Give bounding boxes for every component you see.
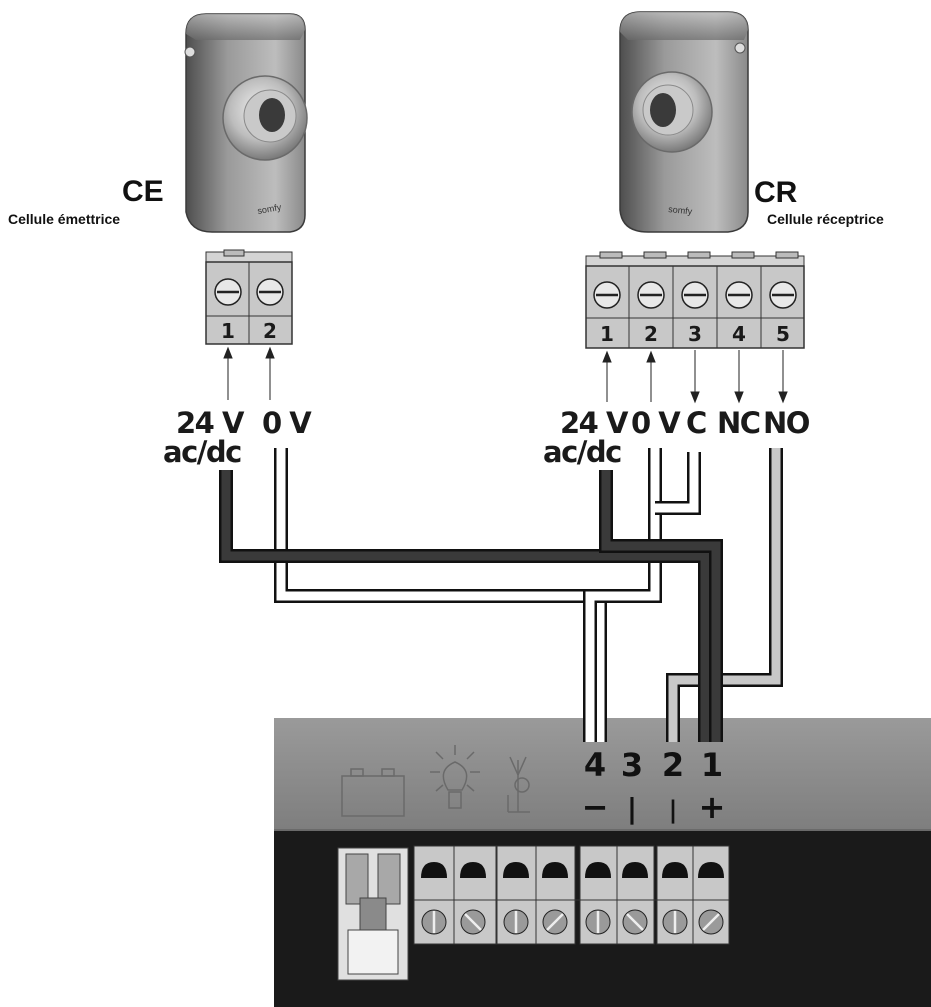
emitter-terminal-2: 2 [263,319,277,343]
receiver-signal-c: C [686,406,706,440]
emitter-signal-24v: 24 V [176,406,245,440]
screw-icon [256,278,284,306]
board-terminal-2-symbol: | [669,796,678,824]
receiver-signal-no: NO [763,406,810,440]
receiver-terminal-3: 3 [688,322,702,346]
screw-icon [725,281,753,309]
screw-icon [460,909,486,935]
receiver-terminal-2: 2 [644,322,658,346]
connector-plug [337,847,409,981]
receiver-name: Cellule réceptrice [767,211,884,227]
receiver-terminal-5: 5 [776,322,790,346]
board-terminal-3-symbol: | [627,792,637,825]
emitter-signal-0v: 0 V [262,406,312,440]
board-terminal-strip [413,845,730,945]
screw-icon [622,909,648,935]
receiver-signal-24v: 24 V [560,406,629,440]
board-terminal-1-symbol: + [699,788,726,826]
receiver-cell: somfy [619,11,749,233]
emitter-terminal-1: 1 [221,319,235,343]
receiver-terminal-4: 4 [732,322,746,346]
screw-icon [698,909,724,935]
screw-icon [662,909,688,935]
emitter-signal-acdc: ac/dc [163,435,241,469]
board-terminal-3-number: 3 [621,746,643,784]
screw-icon [637,281,665,309]
board-terminal-4-symbol: − [582,788,609,826]
wire-no-to-terminal-2 [666,448,783,742]
screw-icon [503,909,529,935]
lamp-icon [430,745,480,809]
receiver-signal-acdc: ac/dc [543,435,621,469]
board-terminal-1-number: 1 [701,746,723,784]
emitter-cell: somfy [184,13,308,233]
signal-arrows [223,346,788,404]
screw-icon [593,281,621,309]
screw-icon [542,909,568,935]
control-board: 4 3 2 1 − | | + [274,718,931,1007]
wire-0v-to-terminal-4 [274,448,701,742]
receiver-terminal-block: 1 2 3 4 5 [585,251,805,349]
board-terminal-4-number: 4 [584,746,606,784]
screw-icon [421,909,447,935]
wire-24v-to-terminal-1 [219,470,723,742]
receiver-signal-nc: NC [717,406,760,440]
battery-icon [341,768,405,817]
emitter-code: CE [122,175,164,208]
board-terminal-2-number: 2 [662,746,684,784]
receiver-terminal-1: 1 [600,322,614,346]
receiver-code: CR [754,176,798,209]
emitter-name: Cellule émettrice [8,211,120,227]
antenna-icon [507,756,530,813]
screw-icon [681,281,709,309]
screw-icon [214,278,242,306]
receiver-logo: somfy [668,204,693,217]
screw-icon [769,281,797,309]
receiver-signal-0v: 0 V [631,406,681,440]
emitter-terminal-block: 1 2 [205,249,293,345]
screw-icon [585,909,611,935]
emitter-logo: somfy [257,202,283,216]
